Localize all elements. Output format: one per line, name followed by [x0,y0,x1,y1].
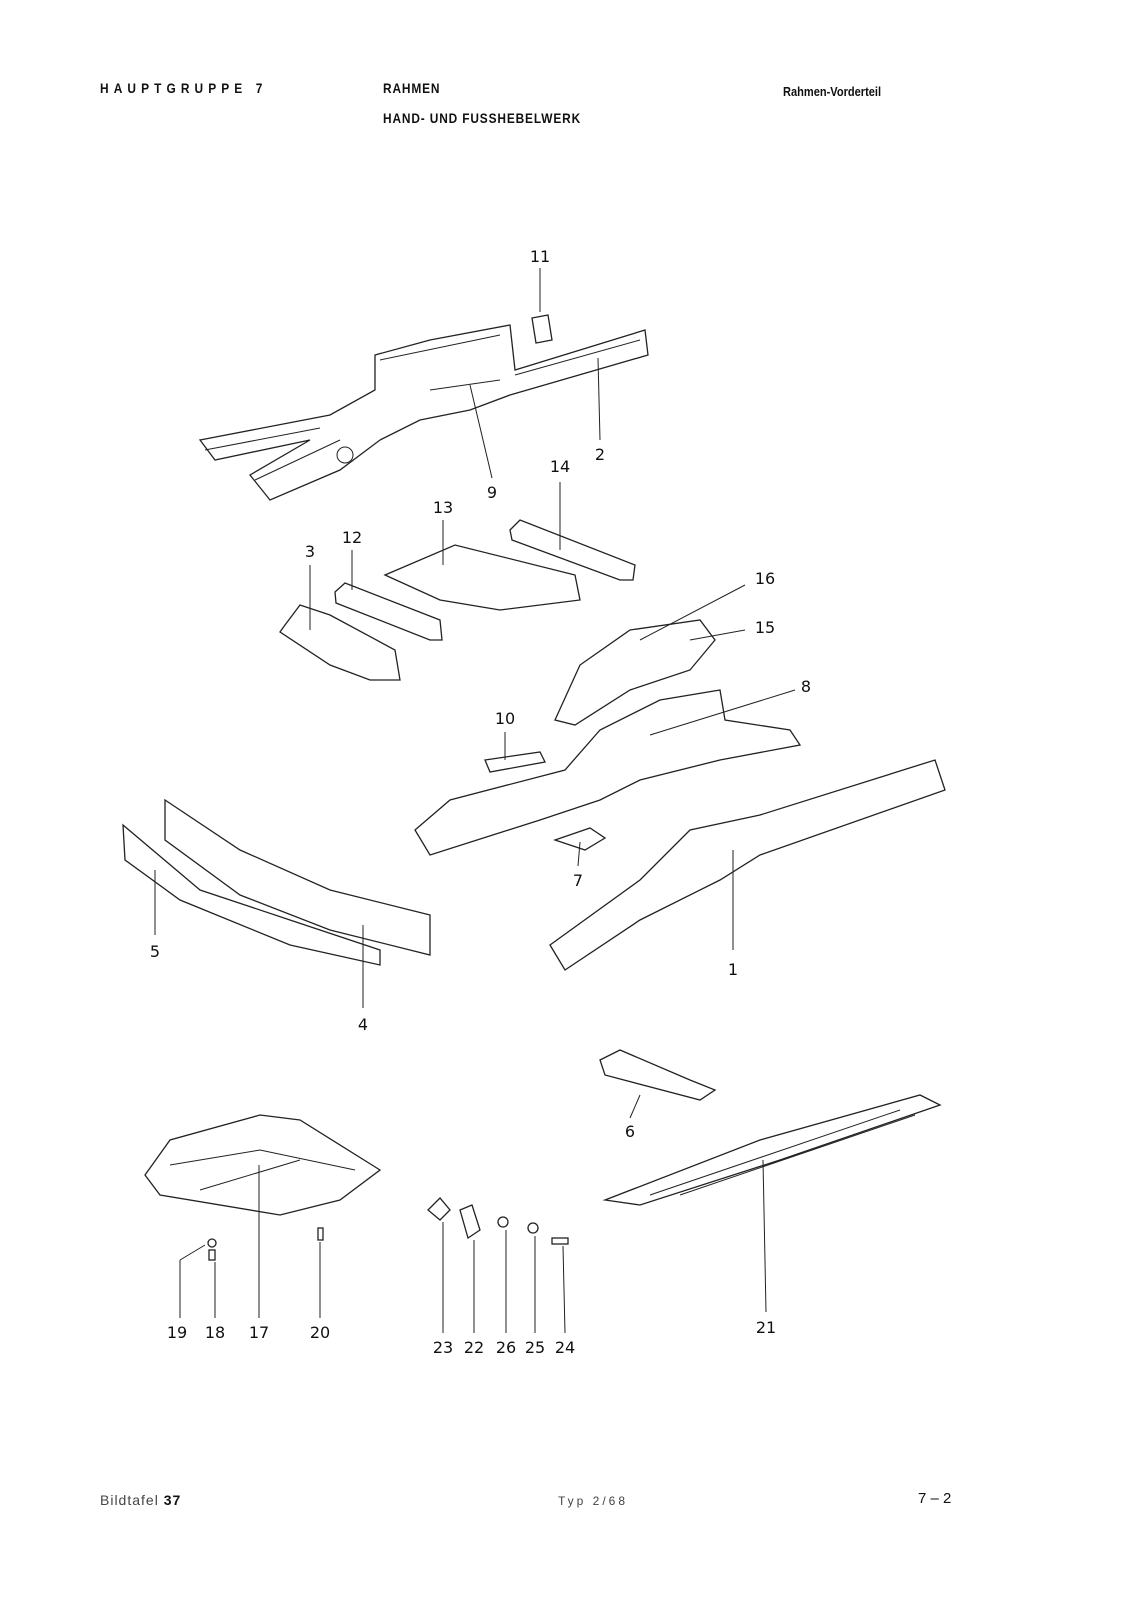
callout-numbers: 1 2 3 4 5 6 7 8 9 10 11 12 13 14 15 16 1… [150,247,811,1357]
callout-2: 2 [595,445,605,464]
part-14 [509,519,636,581]
part-7 [552,827,607,851]
part-front-frame-upper [198,324,649,501]
callout-23: 23 [433,1338,453,1357]
part-bracket-11 [531,314,553,344]
group-subtitle: HAND- UND FUSSHEBELWERK [383,110,582,126]
callout-7: 7 [573,871,583,890]
group-title: RAHMEN [383,80,441,96]
callout-4: 4 [358,1015,368,1034]
callout-10: 10 [495,709,515,728]
part-10 [484,751,546,773]
part-16-15 [554,619,716,726]
small-hardware [207,1197,569,1261]
callout-14: 14 [550,457,570,476]
callout-12: 12 [342,528,362,547]
part-21-floor-plate [602,1094,942,1206]
part-5 [122,823,381,966]
callout-26: 26 [496,1338,516,1357]
callout-3: 3 [305,542,315,561]
vehicle-type: Typ 2/68 [558,1494,629,1508]
callout-16: 16 [755,569,775,588]
plate-label: Bildtafel 37 [100,1492,181,1508]
part-4 [164,798,431,956]
section-title: Rahmen-Vorderteil [783,84,882,99]
callout-19: 19 [167,1323,187,1342]
part-8 [414,689,802,856]
callout-15: 15 [755,618,775,637]
callout-1: 1 [728,960,738,979]
part-13 [383,544,581,611]
main-group-heading: HAUPTGRUPPE 7 [100,80,268,96]
part-17-floor-pan [144,1114,382,1216]
callout-21: 21 [756,1318,776,1337]
callout-22: 22 [464,1338,484,1357]
callout-17: 17 [249,1323,269,1342]
callout-24: 24 [555,1338,575,1357]
plate-label-text: Bildtafel [100,1492,159,1508]
part-1 [549,759,946,971]
callout-18: 18 [205,1323,225,1342]
part-6 [599,1049,717,1101]
callout-11: 11 [530,247,550,266]
callout-8: 8 [801,677,811,696]
callout-9: 9 [487,483,497,502]
callout-25: 25 [525,1338,545,1357]
callout-6: 6 [625,1122,635,1141]
plate-number: 37 [163,1492,182,1508]
leader-lines [154,268,796,1334]
callout-13: 13 [433,498,453,517]
part-12 [334,582,443,641]
page-number: 7 – 2 [918,1490,952,1507]
callout-20: 20 [310,1323,330,1342]
callout-5: 5 [150,942,160,961]
